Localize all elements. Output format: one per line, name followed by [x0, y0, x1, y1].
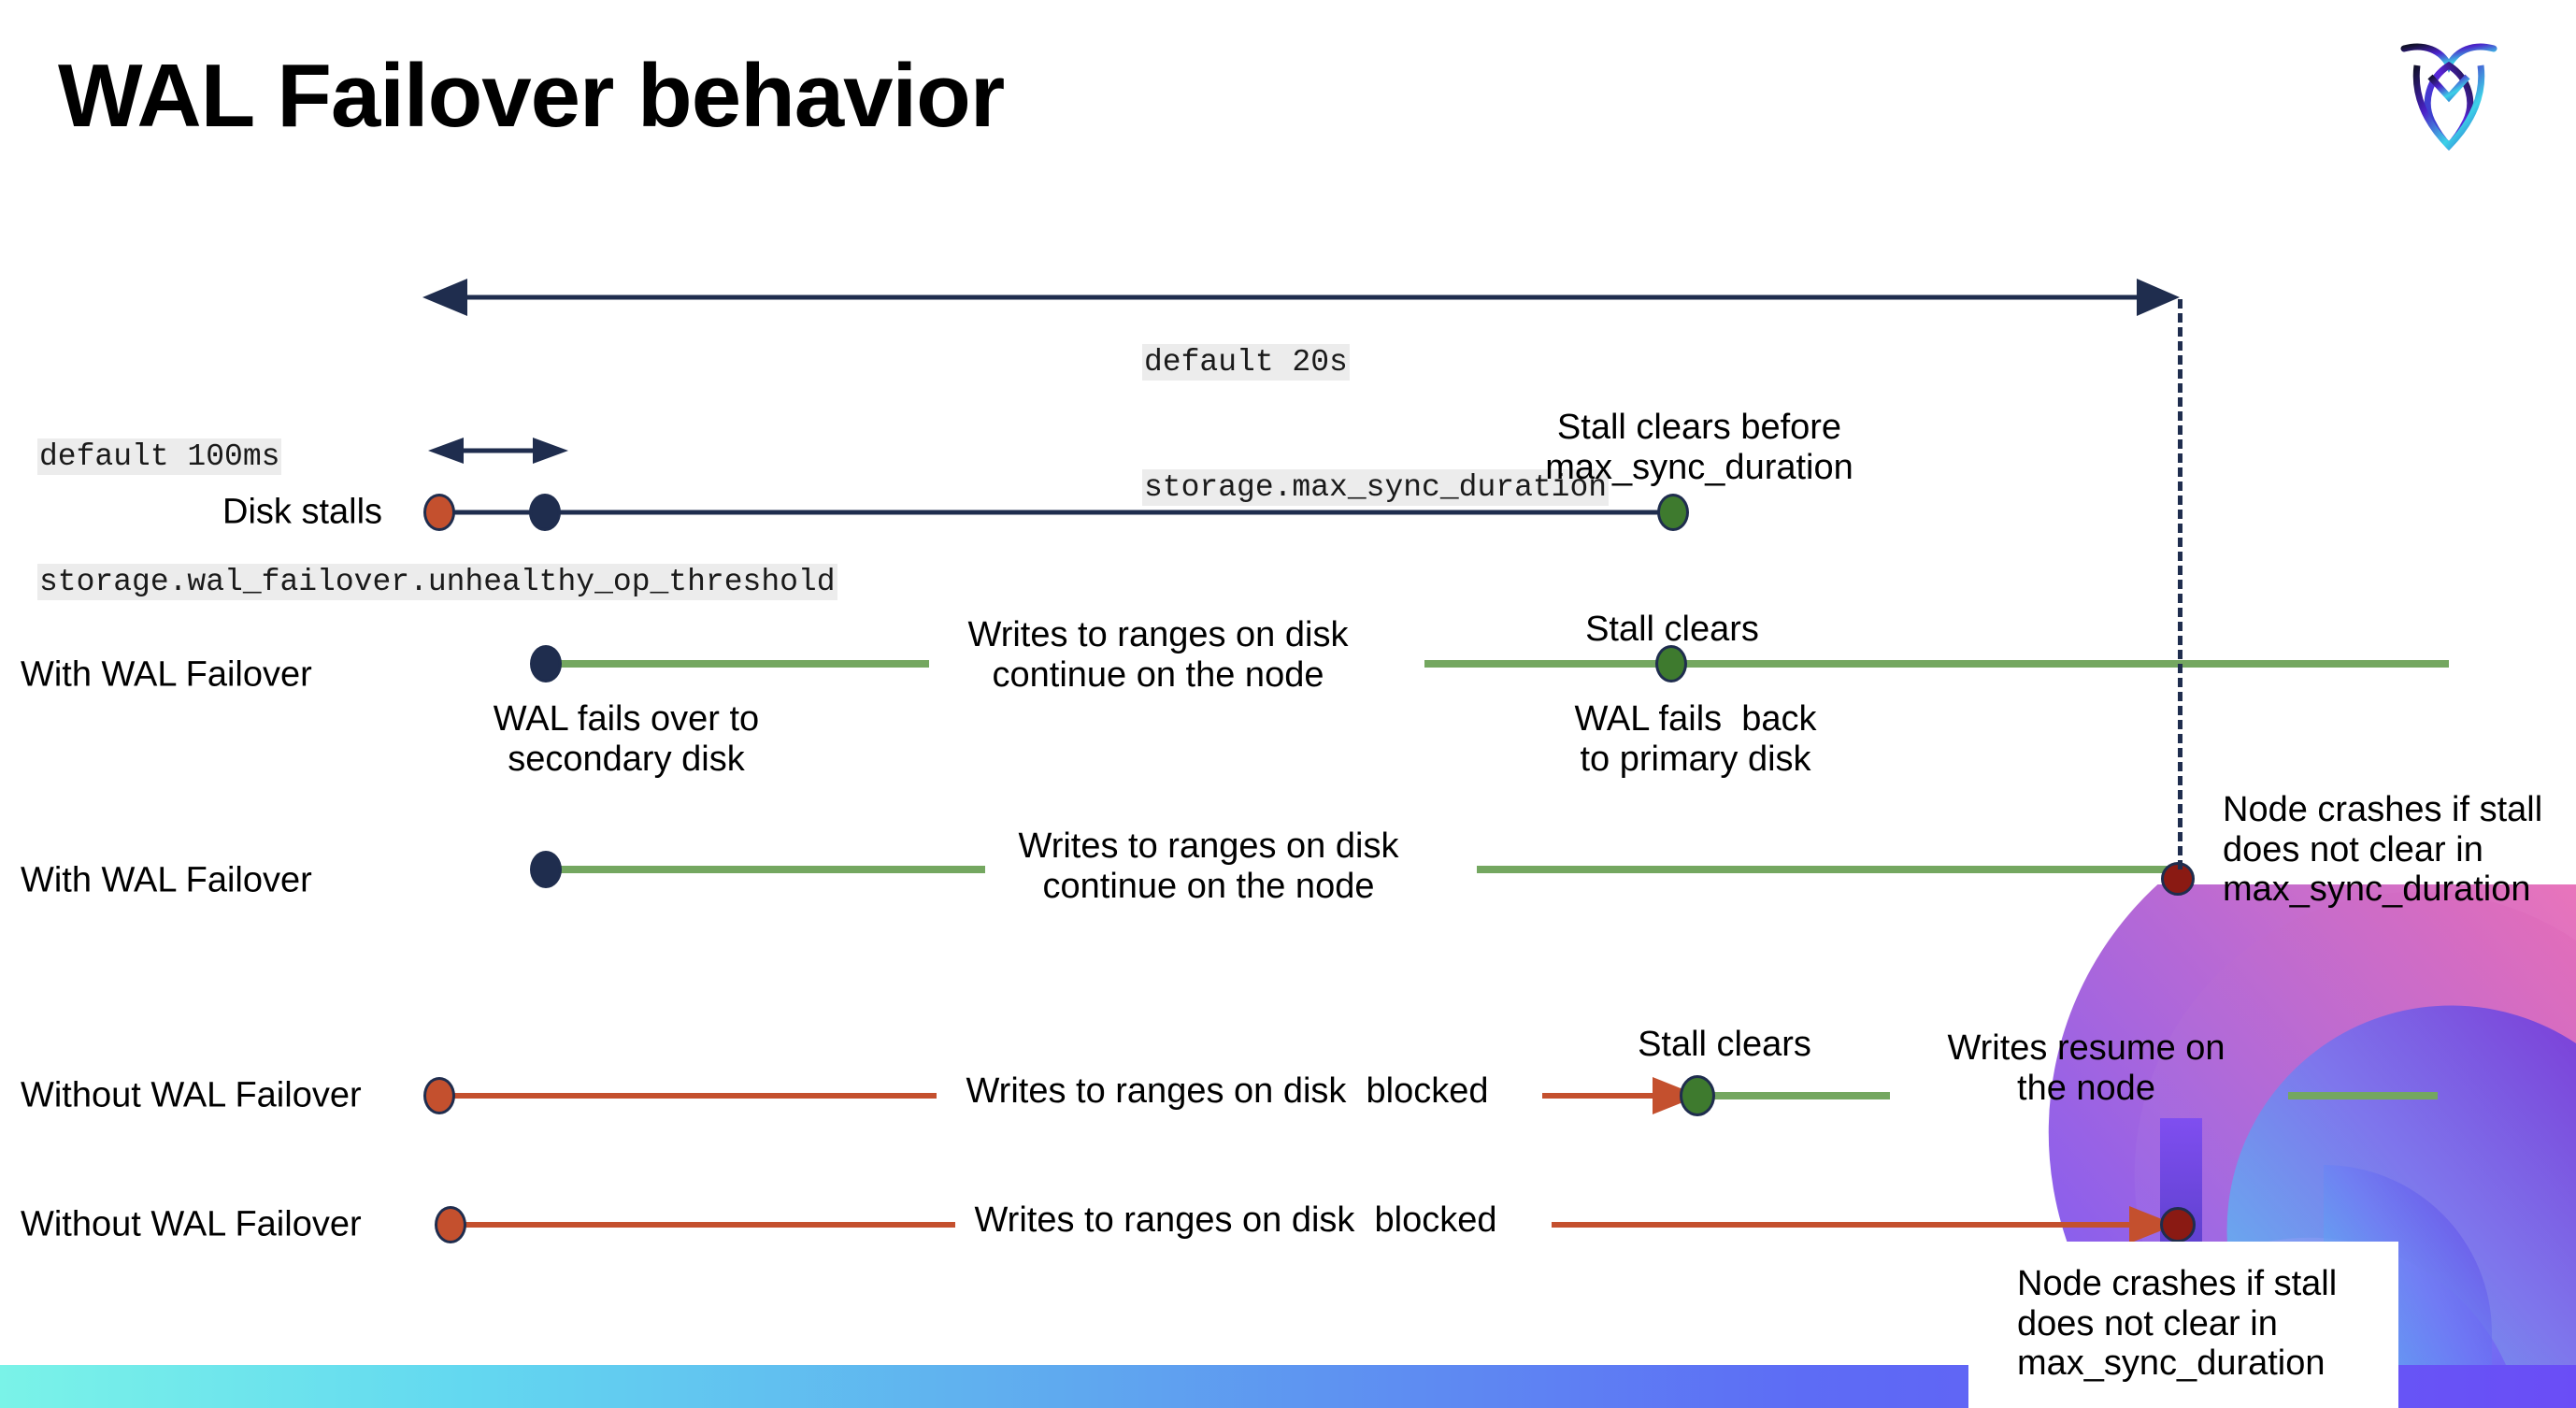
cockroachdb-logo-icon [2393, 28, 2505, 159]
marker-stall-clears-3 [1680, 1075, 1715, 1116]
marker-stall-start-4 [435, 1206, 466, 1243]
note-node-crashes-2: Node crashes if stall does not clear in … [2017, 1264, 2338, 1384]
timeline-segment-blocked-c [451, 1222, 955, 1228]
timeline-segment-blocked-b [1542, 1093, 1664, 1099]
unhealthy-op-default-label: default 100ms [37, 438, 282, 476]
row-label-without-wal-failover-1: Without WAL Failover [21, 1075, 362, 1115]
marker-stall-start [423, 494, 455, 531]
note-wal-fails-over: WAL fails over to secondary disk [493, 699, 760, 779]
max-sync-setting-name: storage.max_sync_duration [1142, 468, 1610, 506]
row-label-disk-stalls: Disk stalls [222, 492, 383, 532]
marker-wal-failover-start-2 [530, 851, 562, 888]
note-stall-clears-b: Stall clears [1638, 1025, 1811, 1064]
timeline-segment-wal-secondary-a [546, 660, 929, 668]
page-title: WAL Failover behavior [58, 46, 1005, 146]
note-stall-clears-a: Stall clears [1585, 610, 1759, 649]
marker-stall-clear [1657, 494, 1689, 531]
timeline-segment-wal-crash-b [1477, 866, 2180, 873]
timeline-segment-blocked-d [1552, 1222, 2131, 1228]
note-wal-fails-back: WAL fails back to primary disk [1574, 699, 1817, 779]
note-writes-resume: Writes resume on the node [1947, 1028, 2225, 1108]
marker-stall-clears-2 [1655, 645, 1687, 682]
unhealthy-op-setting-name: storage.wal_failover.unhealthy_op_thresh… [37, 563, 837, 600]
timeline-segment-blocked-a [439, 1093, 937, 1099]
marker-wal-failover-start [530, 645, 562, 682]
max-sync-duration-annotation: default 20s storage.max_sync_duration [1142, 259, 1610, 592]
timeline-segment-disk-stall [439, 510, 1673, 515]
marker-node-crash-2 [2160, 1207, 2196, 1243]
timeline-segment-wal-secondary-b [1424, 660, 2449, 668]
note-writes-blocked-1: Writes to ranges on disk blocked [966, 1071, 1489, 1111]
note-stall-clears-before: Stall clears before max_sync_duration [1545, 408, 1853, 487]
note-writes-blocked-2: Writes to ranges on disk blocked [974, 1200, 1497, 1240]
note-writes-continue-2: Writes to ranges on disk continue on the… [1018, 826, 1399, 906]
max-sync-duration-guideline [2178, 299, 2182, 869]
timeline-segment-resume-b [2288, 1092, 2438, 1099]
row-label-with-wal-failover-1: With WAL Failover [21, 654, 312, 695]
row-label-without-wal-failover-2: Without WAL Failover [21, 1204, 362, 1244]
row-label-with-wal-failover-2: With WAL Failover [21, 860, 312, 900]
node-crash-callout: Node crashes if stall does not clear in … [1968, 1242, 2398, 1408]
note-node-crashes-1: Node crashes if stall does not clear in … [2223, 790, 2543, 910]
marker-stall-start-3 [423, 1077, 455, 1114]
note-writes-continue-1: Writes to ranges on disk continue on the… [967, 615, 1349, 695]
marker-unhealthy-threshold [529, 494, 561, 531]
timeline-segment-wal-crash-a [546, 866, 985, 873]
max-sync-default-label: default 20s [1142, 344, 1350, 381]
unhealthy-op-threshold-annotation: default 100ms storage.wal_failover.unhea… [37, 353, 837, 686]
timeline-segment-resume-a [1712, 1092, 1890, 1099]
